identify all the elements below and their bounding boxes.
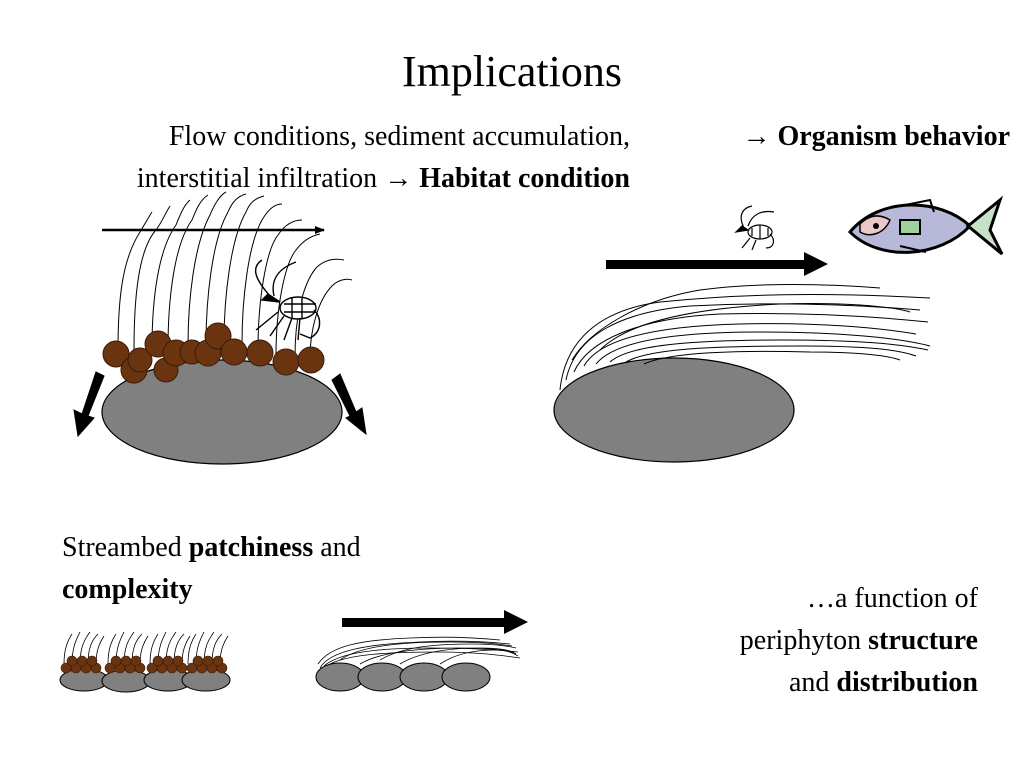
streamer-stones bbox=[315, 610, 528, 692]
patchy-stones bbox=[59, 631, 231, 693]
right-arrow-icon: → bbox=[742, 121, 771, 152]
habitat-line-1: Flow conditions, sediment accumulation, bbox=[168, 121, 630, 152]
function-caption: …a function of periphyton structure and … bbox=[640, 578, 978, 704]
periphyton-streamers bbox=[559, 284, 931, 391]
patchiness-middle: and bbox=[313, 532, 361, 563]
complexity-label: complexity bbox=[62, 574, 193, 605]
streamer-filaments bbox=[317, 636, 521, 669]
habitat-scene bbox=[73, 191, 367, 465]
fish-icon bbox=[847, 195, 1004, 256]
patchiness-caption: Streambed patchiness and complexity bbox=[62, 527, 361, 611]
small-shrimp-icon bbox=[734, 205, 775, 251]
patchiness-label: patchiness bbox=[188, 532, 314, 563]
habitat-line-2-prefix: interstitial infiltration bbox=[136, 163, 385, 194]
right-arrow-icon: → bbox=[384, 163, 413, 194]
function-line-3-prefix: and bbox=[788, 667, 837, 698]
function-line-1: …a function of bbox=[806, 583, 978, 614]
behavior-scene bbox=[553, 195, 1004, 463]
patchiness-prefix: Streambed bbox=[62, 532, 189, 563]
down-left-arrow-icon bbox=[73, 371, 105, 438]
patchy-sediment bbox=[60, 655, 228, 674]
stone-right bbox=[553, 357, 795, 463]
habitat-caption: Flow conditions, sediment accumulation, … bbox=[28, 116, 630, 200]
organism-behavior-label: Organism behavior bbox=[777, 121, 1010, 152]
slide-title: Implications bbox=[402, 47, 622, 96]
periphyton-upright bbox=[117, 191, 353, 359]
sediment-particles bbox=[102, 322, 325, 384]
down-right-arrow-icon bbox=[331, 373, 367, 436]
function-line-2-prefix: periphyton bbox=[739, 625, 869, 656]
flow-arrow-bold bbox=[606, 252, 828, 276]
organism-caption: → Organism behavior bbox=[640, 116, 1010, 158]
habitat-condition-label: Habitat condition bbox=[419, 163, 630, 194]
shrimp-icon bbox=[254, 259, 321, 341]
flow-arrow-bottom bbox=[342, 610, 528, 634]
structure-label: structure bbox=[868, 625, 978, 656]
drainage-arrows bbox=[73, 371, 367, 438]
distribution-label: distribution bbox=[836, 667, 978, 698]
patchy-filaments bbox=[63, 631, 229, 665]
stone-left bbox=[101, 359, 343, 465]
